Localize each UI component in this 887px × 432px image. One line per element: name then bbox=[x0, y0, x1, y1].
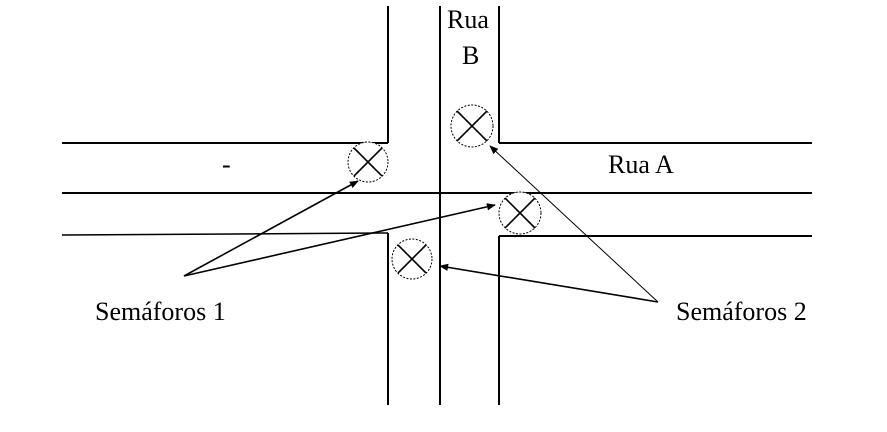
traffic-light-bottom-center bbox=[391, 238, 433, 280]
semaforos-1-arrows bbox=[183, 180, 496, 277]
semaforos-2-arrows bbox=[439, 145, 659, 303]
rua-b-label-line1: Rua bbox=[447, 5, 489, 34]
dash-mark: - bbox=[222, 150, 231, 179]
semaforos-1-label: Semáforos 1 bbox=[95, 297, 226, 326]
semaforos-2-label: Semáforos 2 bbox=[676, 297, 807, 326]
rua-b-road bbox=[387, 6, 500, 405]
arrow-to-top-light bbox=[489, 145, 659, 303]
rua-b-label-line2: B bbox=[462, 41, 479, 70]
rua-a-bottom-edge-left bbox=[61, 232, 389, 236]
arrow-to-left-light bbox=[183, 180, 359, 277]
traffic-light-right bbox=[498, 191, 542, 235]
arrow-to-right-light bbox=[183, 203, 496, 277]
traffic-light-top-center bbox=[450, 104, 494, 148]
rua-a-road bbox=[61, 142, 812, 237]
traffic-light-left bbox=[347, 141, 389, 183]
arrow-to-bottom-light bbox=[439, 263, 659, 303]
rua-a-label: Rua A bbox=[608, 150, 674, 179]
